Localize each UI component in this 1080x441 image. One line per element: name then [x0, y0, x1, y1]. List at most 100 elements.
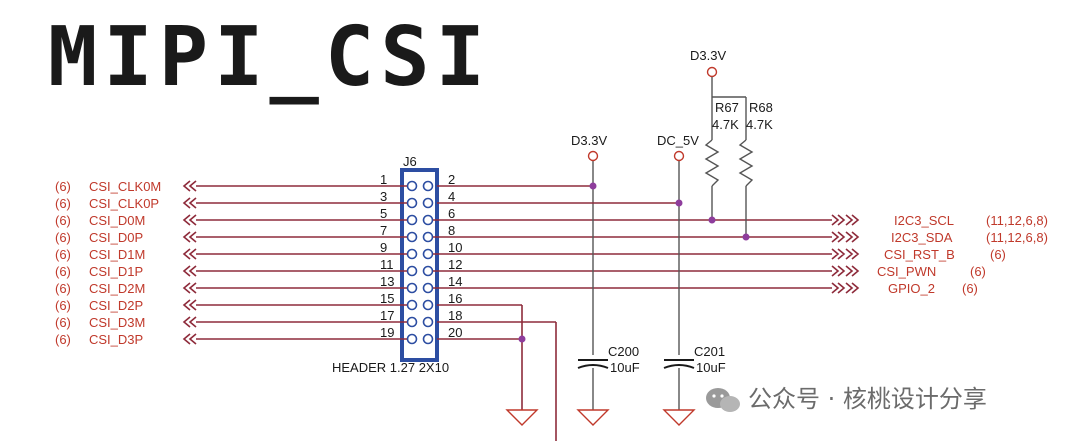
pin-number-17: 17: [380, 308, 394, 323]
right-net-sheet: (6): [962, 281, 978, 296]
power-label-d33-mid: D3.3V: [571, 133, 607, 148]
pin-number-2: 2: [448, 172, 455, 187]
pin-circle-4: [422, 197, 434, 209]
net-flag-arrow: [831, 214, 860, 226]
net-flag-arrow: [182, 333, 197, 345]
pin-number-15: 15: [380, 291, 394, 306]
left-net-sheet: (6): [55, 264, 71, 279]
pin-circle-1: [406, 180, 418, 192]
schematic-title: MIPI_CSI: [48, 10, 491, 105]
pin-number-14: 14: [448, 274, 462, 289]
connector-ref: J6: [403, 154, 417, 169]
connector-j6: J6 HEADER 1.27 2X10 13579111315171924681…: [332, 154, 462, 375]
right-net-name: CSI_PWN: [877, 264, 936, 279]
left-net-labels: (6)CSI_CLK0M(6)CSI_CLK0P(6)CSI_D0M(6)CSI…: [55, 179, 407, 347]
pin-number-13: 13: [380, 274, 394, 289]
right-net-labels: I2C3_SCL(11,12,6,8)I2C3_SDA(11,12,6,8)CS…: [433, 213, 1048, 296]
pin-number-7: 7: [380, 223, 387, 238]
pin-number-8: 8: [448, 223, 455, 238]
pin-circle-12: [422, 265, 434, 277]
left-net-sheet: (6): [55, 298, 71, 313]
pin-number-12: 12: [448, 257, 462, 272]
net-flag-arrow: [182, 316, 197, 328]
net-flag-arrow: [182, 299, 197, 311]
left-net-name: CSI_D3M: [89, 315, 145, 330]
connector-body: [400, 168, 439, 362]
left-net-name: CSI_D1P: [89, 264, 143, 279]
left-net-name: CSI_D3P: [89, 332, 143, 347]
wechat-icon: [706, 388, 740, 412]
pin-circle-7: [406, 231, 418, 243]
pin-number-1: 1: [380, 172, 387, 187]
net-flag-arrow: [182, 231, 197, 243]
pin-circle-3: [406, 197, 418, 209]
right-net-name: GPIO_2: [888, 281, 935, 296]
pin-number-9: 9: [380, 240, 387, 255]
net-flag-arrow: [831, 282, 860, 294]
pin-circle-18: [422, 316, 434, 328]
left-net-sheet: (6): [55, 315, 71, 330]
pin-circle-11: [406, 265, 418, 277]
resistor-r68-ref: R68: [749, 100, 773, 115]
net-flag-arrow: [831, 231, 860, 243]
pin-circle-17: [406, 316, 418, 328]
pin-number-20: 20: [448, 325, 462, 340]
pin-number-11: 11: [380, 257, 394, 272]
wiring: [437, 66, 754, 441]
right-net-sheet: (6): [990, 247, 1006, 262]
pin-number-3: 3: [380, 189, 387, 204]
pin-circle-20: [422, 333, 434, 345]
capacitor-c201-ref: C201: [694, 344, 725, 359]
pin-circle-6: [422, 214, 434, 226]
left-net-name: CSI_CLK0P: [89, 196, 159, 211]
connector-pin-circles: [406, 180, 434, 345]
watermark-text: 公众号 · 核桃设计分享: [748, 385, 987, 413]
left-net-sheet: (6): [55, 179, 71, 194]
left-net-name: CSI_D0M: [89, 213, 145, 228]
resistor-r67-value: 4.7K: [712, 117, 739, 132]
pin-number-10: 10: [448, 240, 462, 255]
left-net-sheet: (6): [55, 213, 71, 228]
left-net-name: CSI_D2P: [89, 298, 143, 313]
right-net-sheet: (11,12,6,8): [986, 230, 1048, 245]
right-net-sheet: (11,12,6,8): [986, 213, 1048, 228]
capacitor-c201-value: 10uF: [696, 360, 726, 375]
pin-number-4: 4: [448, 189, 455, 204]
connector-value: HEADER 1.27 2X10: [332, 360, 449, 375]
pin-circle-15: [406, 299, 418, 311]
net-flag-arrow: [182, 265, 197, 277]
pin-circle-16: [422, 299, 434, 311]
pin-number-18: 18: [448, 308, 462, 323]
left-net-sheet: (6): [55, 281, 71, 296]
left-net-sheet: (6): [55, 332, 71, 347]
pin-circle-2: [422, 180, 434, 192]
left-net-name: CSI_D1M: [89, 247, 145, 262]
pin-number-16: 16: [448, 291, 462, 306]
pin-number-6: 6: [448, 206, 455, 221]
left-net-name: CSI_D0P: [89, 230, 143, 245]
net-flag-arrow: [182, 282, 197, 294]
net-flag-arrow: [182, 248, 197, 260]
net-flag-arrow: [831, 265, 860, 277]
left-net-sheet: (6): [55, 196, 71, 211]
right-net-name: CSI_RST_B: [884, 247, 955, 262]
pin-circle-8: [422, 231, 434, 243]
net-flag-arrow: [182, 180, 197, 192]
pin-circle-5: [406, 214, 418, 226]
left-net-sheet: (6): [55, 230, 71, 245]
capacitor-c200-value: 10uF: [610, 360, 640, 375]
net-flag-arrow: [831, 248, 860, 260]
net-flag-arrow: [182, 214, 197, 226]
right-net-name: I2C3_SDA: [891, 230, 953, 245]
left-net-name: CSI_D2M: [89, 281, 145, 296]
power-label-d33-top: D3.3V: [690, 48, 726, 63]
power-label-dc5: DC_5V: [657, 133, 699, 148]
pin-circle-13: [406, 282, 418, 294]
capacitor-c200-ref: C200: [608, 344, 639, 359]
left-net-sheet: (6): [55, 247, 71, 262]
resistor-r67-ref: R67: [715, 100, 739, 115]
right-net-sheet: (6): [970, 264, 986, 279]
resistor-r68-value: 4.7K: [746, 117, 773, 132]
net-flag-arrow: [182, 197, 197, 209]
